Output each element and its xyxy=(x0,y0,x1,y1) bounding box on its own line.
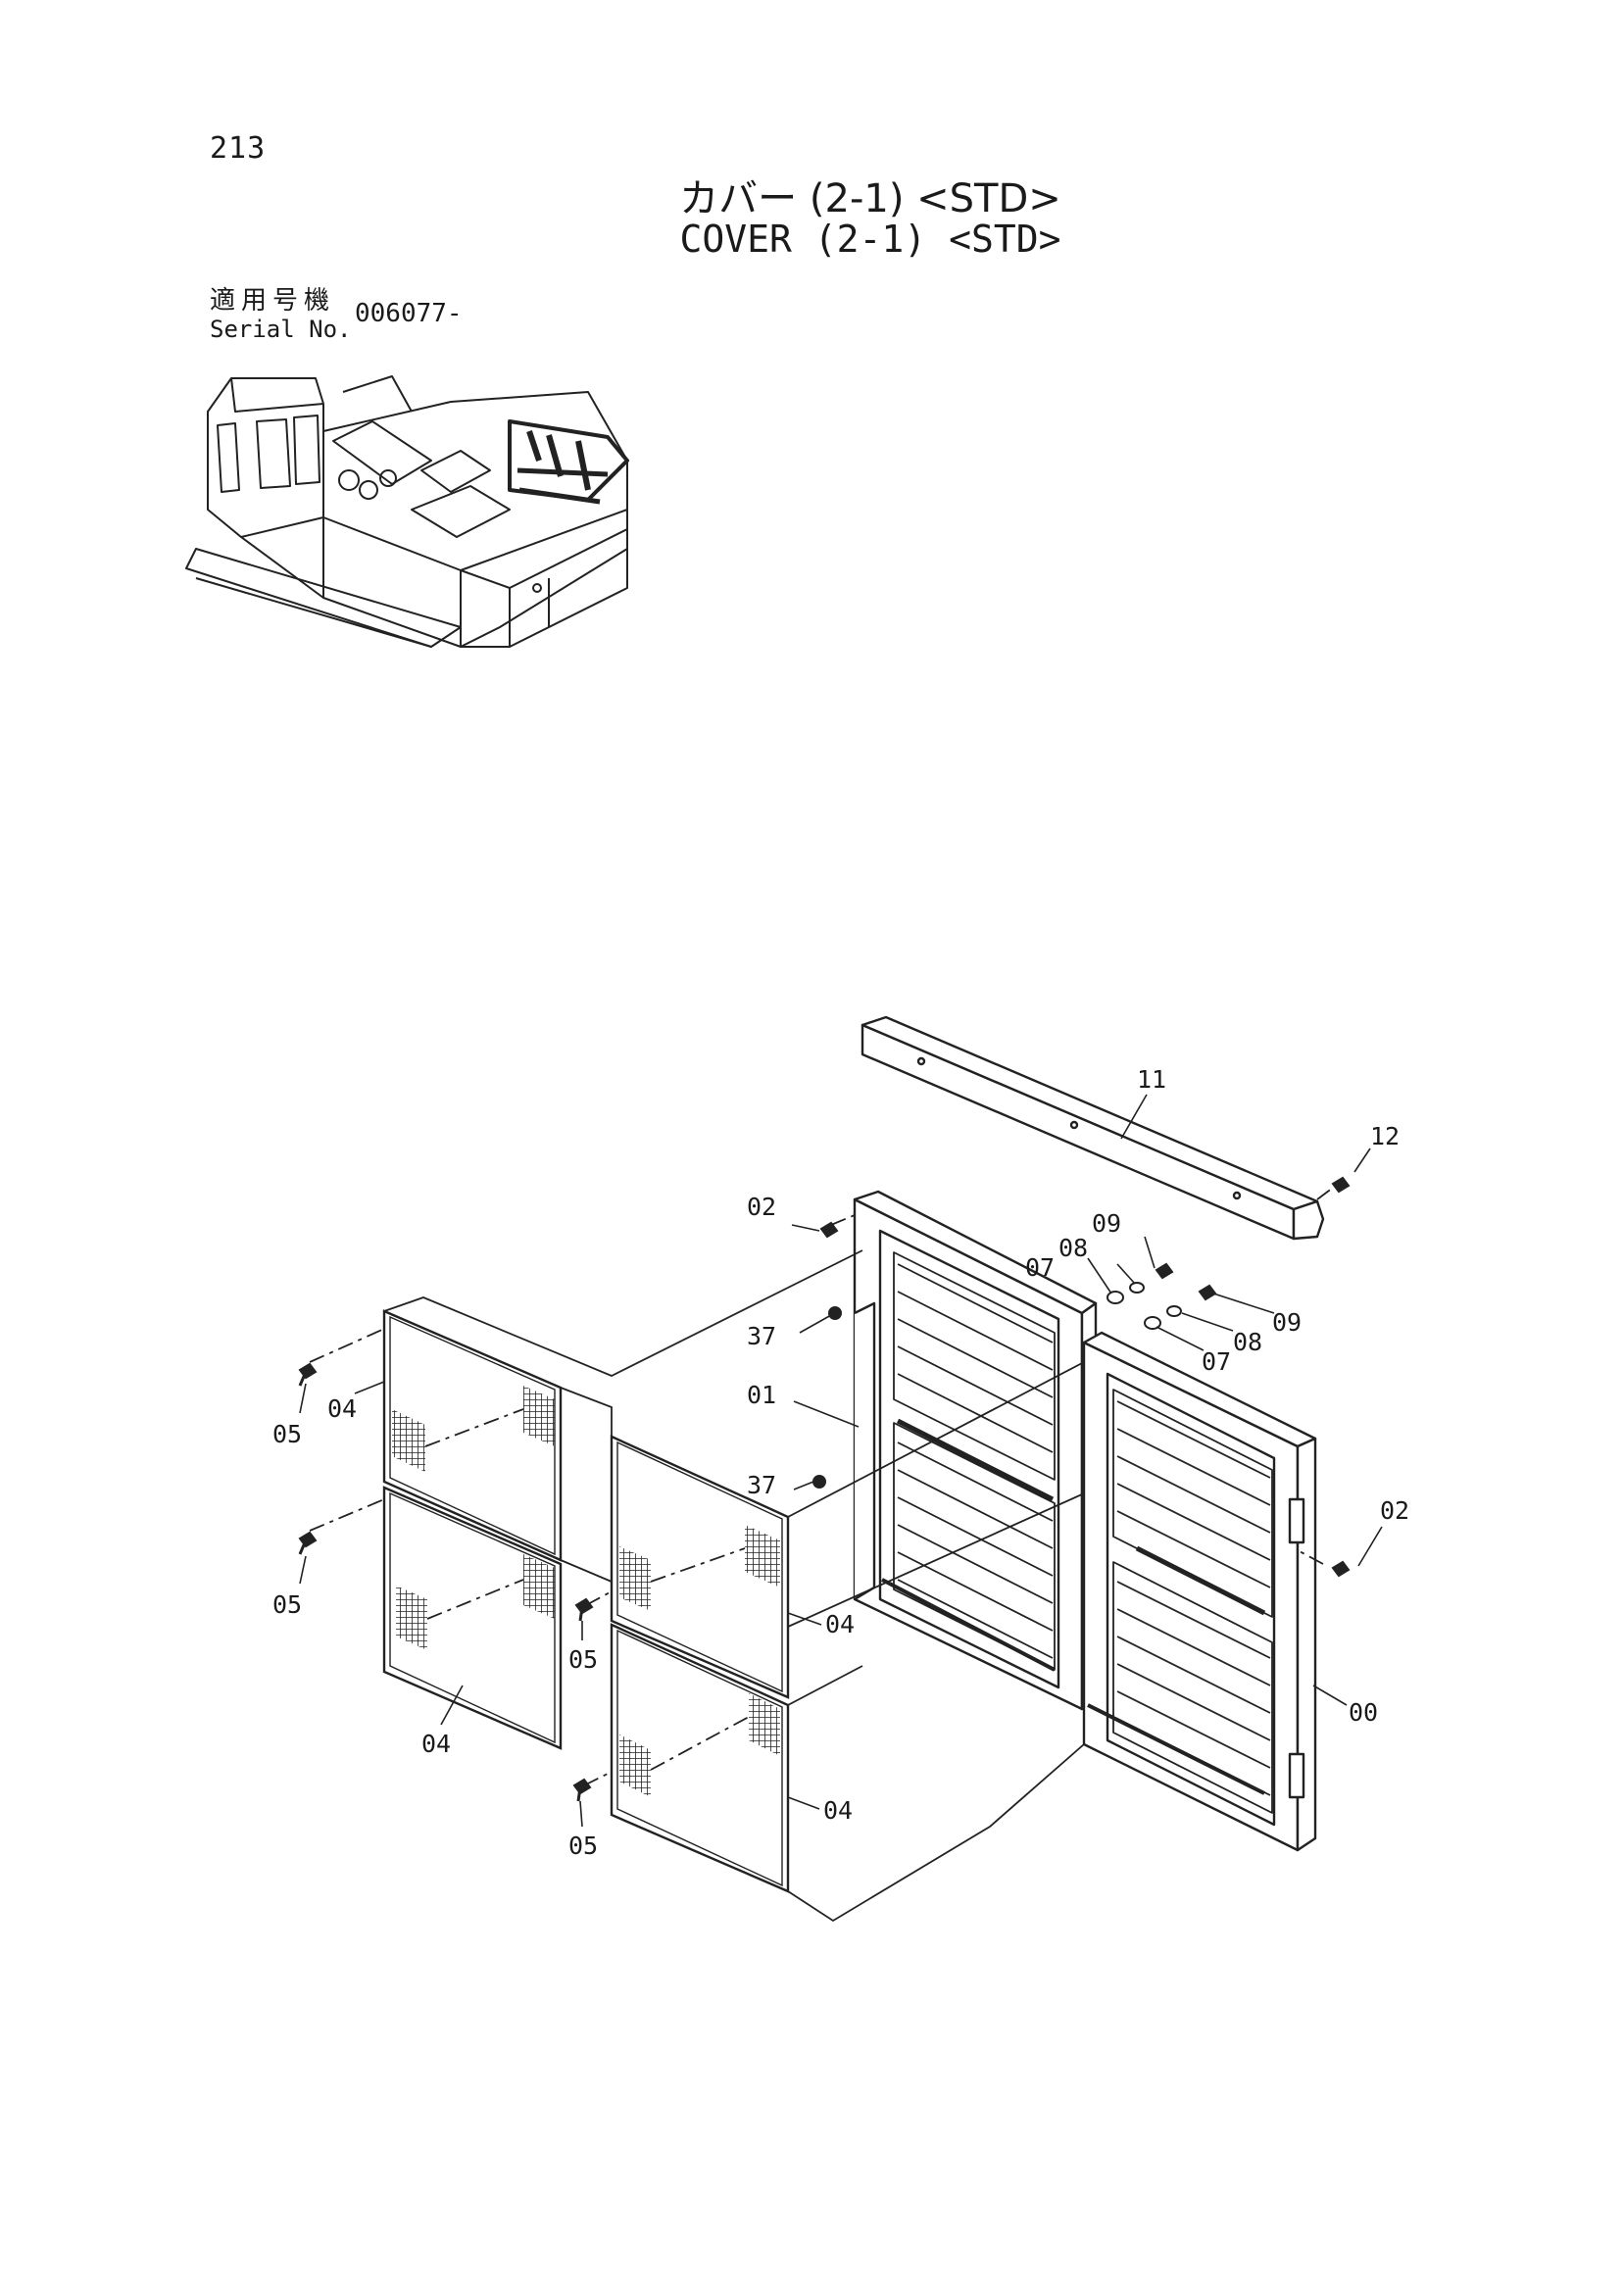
callout-04-c: 04 xyxy=(421,1730,451,1758)
page-title-japanese: カバー (2-1) <STD> xyxy=(679,176,1061,221)
callout-12: 12 xyxy=(1370,1122,1400,1150)
bolt-12 xyxy=(1331,1176,1351,1194)
callout-05-b: 05 xyxy=(272,1590,302,1619)
callout-08-upper: 08 xyxy=(1058,1234,1088,1262)
callout-09-lower: 09 xyxy=(1272,1308,1302,1337)
washer-07-a xyxy=(1107,1291,1124,1304)
bolt-02-b xyxy=(1331,1560,1351,1578)
washer-07-b xyxy=(1144,1316,1161,1330)
callout-08-lower: 08 xyxy=(1233,1328,1262,1356)
top-cover-bar-part-11 xyxy=(861,1015,1325,1241)
right-cover-frame-part-00 xyxy=(1082,1331,1317,1852)
fasteners xyxy=(298,1176,1351,1802)
bolt-05-a xyxy=(298,1362,318,1387)
callout-leaders xyxy=(299,1094,1383,1828)
callout-04-b: 04 xyxy=(825,1610,855,1638)
serial-number-value: 006077- xyxy=(355,299,463,328)
serial-label-english: Serial No. xyxy=(210,316,352,343)
callout-04-d: 04 xyxy=(823,1796,853,1825)
bolt-37-a xyxy=(828,1306,842,1320)
page-number: 213 xyxy=(210,131,267,166)
machine-location-thumbnail xyxy=(185,375,629,648)
callout-07-upper: 07 xyxy=(1025,1253,1055,1282)
bolt-05-d xyxy=(572,1778,592,1802)
bolt-02-a xyxy=(819,1221,839,1239)
washer-08-b xyxy=(1166,1305,1182,1317)
bolt-37-b xyxy=(812,1475,826,1489)
callout-01: 01 xyxy=(747,1381,776,1409)
callout-02-right: 02 xyxy=(1380,1496,1409,1525)
serial-label-japanese: 適用号機 xyxy=(210,286,336,316)
left-cover-frame-part-01 xyxy=(853,1190,1098,1711)
assembly-chain-lines xyxy=(309,1187,1334,1923)
callout-37-upper: 37 xyxy=(747,1322,776,1350)
bolt-05-b xyxy=(298,1531,318,1555)
part-number-callouts: 11 12 02 09 08 07 09 08 07 37 01 37 02 0… xyxy=(272,1065,1409,1860)
callout-07-lower: 07 xyxy=(1202,1347,1231,1376)
mesh-screen-lower-left xyxy=(382,1486,563,1750)
callout-04-a: 04 xyxy=(327,1394,357,1423)
page-title-english: COVER (2-1) <STD> xyxy=(679,218,1061,261)
mesh-screen-upper-left xyxy=(382,1309,563,1562)
mesh-screen-upper-right xyxy=(610,1435,790,1699)
callout-11: 11 xyxy=(1137,1065,1166,1094)
callout-09-upper: 09 xyxy=(1092,1209,1121,1238)
bolt-09-a xyxy=(1155,1262,1174,1280)
callout-37-lower: 37 xyxy=(747,1471,776,1499)
callout-05-d: 05 xyxy=(568,1832,598,1860)
washer-08-a xyxy=(1129,1282,1145,1294)
callout-05-c: 05 xyxy=(568,1645,598,1674)
callout-00: 00 xyxy=(1349,1698,1378,1727)
callout-02-top: 02 xyxy=(747,1193,776,1221)
bolt-05-c xyxy=(574,1597,594,1622)
callout-05-a: 05 xyxy=(272,1420,302,1448)
